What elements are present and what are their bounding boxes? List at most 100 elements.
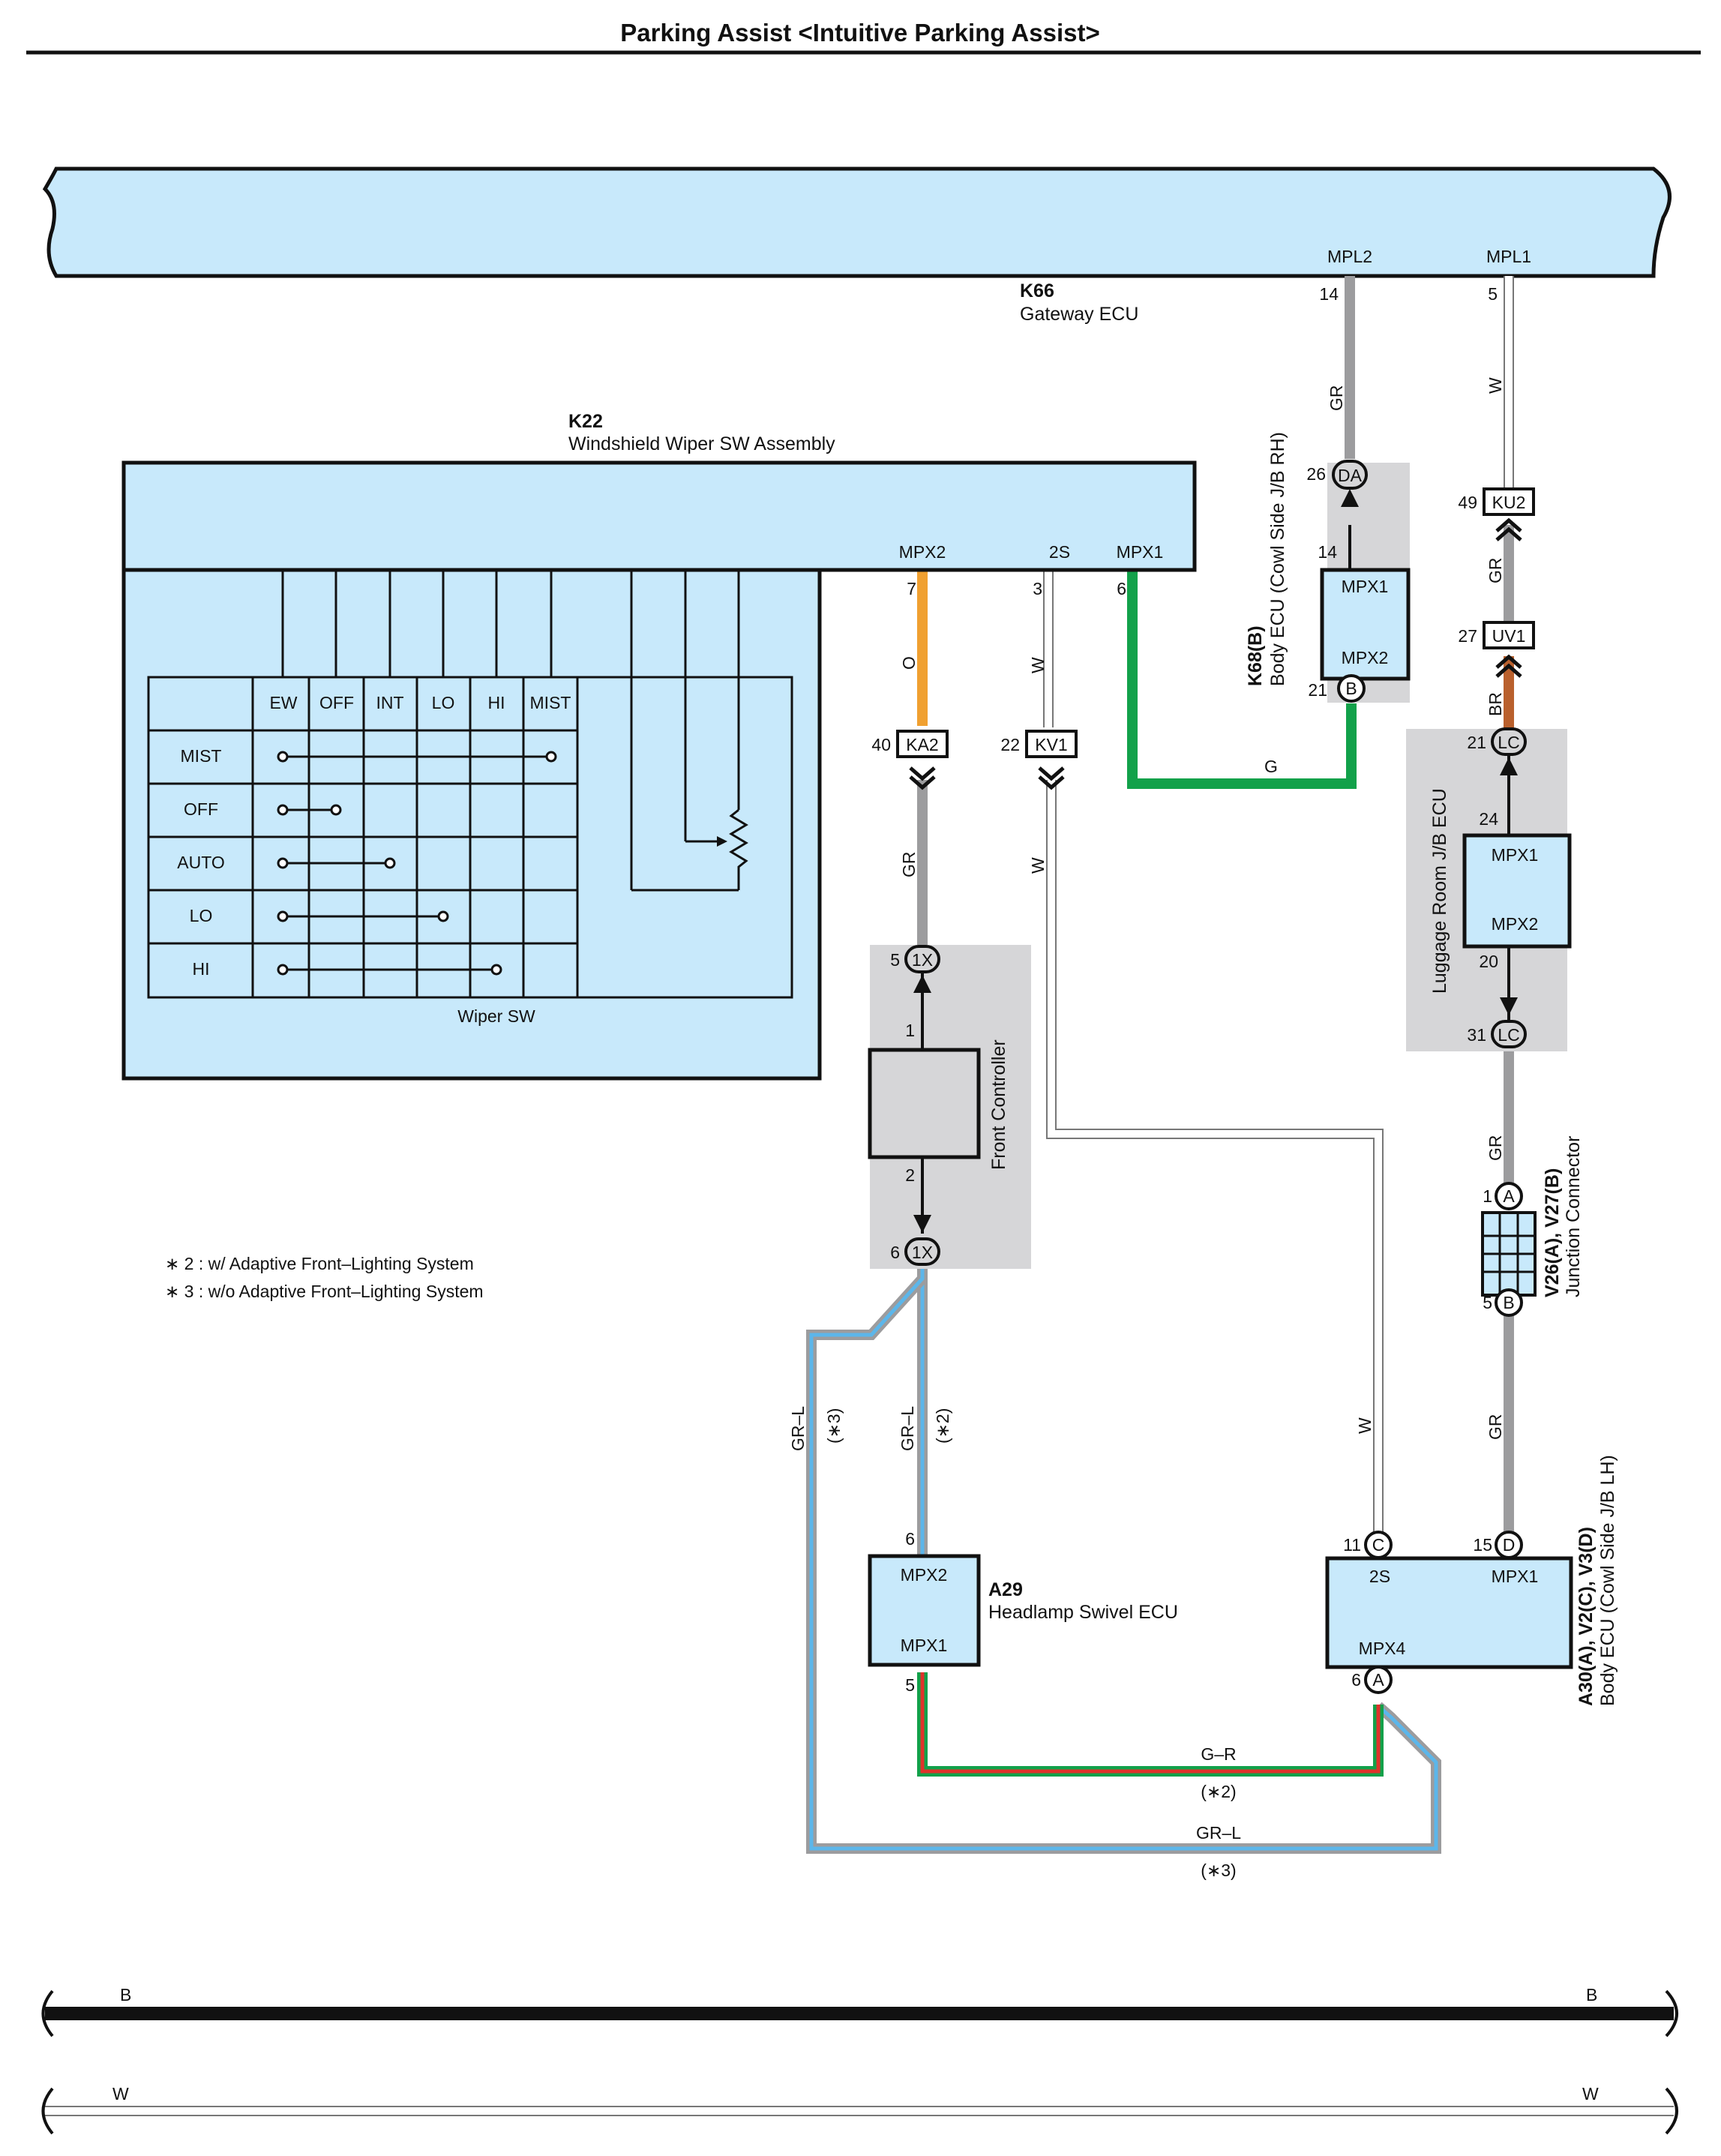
headlamp-pin-mpx1: MPX1 xyxy=(901,1636,948,1655)
body-rh-name: Body ECU (Cowl Side J/B RH) xyxy=(1267,432,1288,686)
note-2: ∗ 2 : w/ Adaptive Front–Lighting System xyxy=(165,1254,474,1273)
wiper-pin-no-2s: 3 xyxy=(1033,579,1042,598)
junction-conn-b-no: 5 xyxy=(1483,1293,1492,1312)
wire-label-o: O xyxy=(899,656,919,670)
body-lh-pin-mpx1: MPX1 xyxy=(1492,1567,1539,1586)
gateway-pin-mpl2: MPL2 xyxy=(1327,247,1372,266)
body-lh-code: A30(A), V2(C), V3(D) xyxy=(1576,1527,1597,1706)
body-rh-pin-no-mpx1: 14 xyxy=(1318,542,1337,562)
wire-label-w-4: W xyxy=(1355,1417,1375,1434)
wire-label-note3-vert: (∗3) xyxy=(824,1408,844,1444)
front-conn-bot-no: 6 xyxy=(890,1243,900,1262)
wire-label-w-2: W xyxy=(1028,657,1048,673)
wiper-row-1: OFF xyxy=(184,799,218,819)
wiper-pin-2s: 2S xyxy=(1049,542,1070,562)
gateway-name: Gateway ECU xyxy=(1020,304,1138,325)
bus-w-left-cap xyxy=(41,2087,54,2135)
luggage-arrow-down-icon xyxy=(1500,997,1518,1015)
wire-label-note2-horz: (∗2) xyxy=(1201,1782,1236,1801)
headlamp-pin-no-mpx1: 5 xyxy=(905,1675,915,1695)
gateway-ecu-box xyxy=(42,166,1672,278)
body-lh-conn-c-label: C xyxy=(1372,1535,1385,1555)
bus-w-left-label: W xyxy=(112,2084,129,2104)
body-rh-code: K68(B) xyxy=(1245,625,1266,686)
wiper-pin-no-mpx1: 6 xyxy=(1117,579,1126,598)
luggage-pin-mpx1: MPX1 xyxy=(1492,845,1539,865)
wiper-col-2: INT xyxy=(376,693,403,712)
body-rh-conn-da-no: 26 xyxy=(1306,464,1326,484)
luggage-pin-mpx2: MPX2 xyxy=(1492,914,1539,934)
wire-label-br: BR xyxy=(1486,692,1505,716)
gateway-pin-no-mpl2: 14 xyxy=(1319,284,1339,304)
wiper-pin-mpx1: MPX1 xyxy=(1117,542,1164,562)
wiper-assembly-body xyxy=(121,568,822,1081)
wire-label-w-3: W xyxy=(1028,857,1048,874)
body-rh-conn-da xyxy=(1332,460,1368,490)
junction-conn-a-label: A xyxy=(1503,1186,1515,1206)
wire-label-note3-horz: (∗3) xyxy=(1201,1861,1236,1880)
body-ecu-rh-box xyxy=(1320,568,1411,681)
wiper-col-4: HI xyxy=(488,693,505,712)
body-lh-pin-2s: 2S xyxy=(1369,1567,1390,1586)
wire-kv1-c-w-outline xyxy=(1046,780,1384,1533)
wiper-switch-grid xyxy=(147,570,793,999)
junction-conn-b-label: B xyxy=(1503,1293,1514,1312)
wire-label-gr-4: GR xyxy=(1486,1414,1505,1441)
luggage-conn-lc-top-no: 21 xyxy=(1467,733,1486,752)
body-rh-pin-mpx1: MPX1 xyxy=(1342,577,1389,596)
bus-w-right-cap xyxy=(1665,2087,1678,2135)
wire-mpx1-g xyxy=(1127,571,1357,789)
body-rh-conn-b xyxy=(1337,674,1366,703)
wiper-row-2: AUTO xyxy=(177,853,224,872)
wiper-col-0: EW xyxy=(269,693,297,712)
bus-b-left-label: B xyxy=(120,1985,131,2005)
uv1-chevron-icon xyxy=(1495,654,1522,669)
bus-w-right-label: W xyxy=(1582,2084,1599,2104)
front-controller-box xyxy=(868,1048,981,1159)
front-conn-top-no: 5 xyxy=(890,950,900,970)
junction-name: Junction Connector xyxy=(1563,1136,1584,1297)
gateway-code: K66 xyxy=(1020,280,1054,301)
body-rh-conn-b-label: B xyxy=(1345,679,1357,698)
luggage-conn-lc-bot-label: LC xyxy=(1498,1025,1519,1045)
front-controller-name: Front Controller xyxy=(988,1039,1009,1170)
wiper-pin-no-mpx2: 7 xyxy=(907,579,916,598)
luggage-arrow-up-icon xyxy=(1500,757,1518,775)
connector-ku2-label: KU2 xyxy=(1492,493,1526,512)
bus-b-right-cap xyxy=(1665,1990,1678,2038)
page-title: Parking Assist <Intuitive Parking Assist… xyxy=(620,19,1099,46)
wire-label-grl-3: GR–L xyxy=(788,1406,808,1451)
body-lh-conn-d-no: 15 xyxy=(1473,1535,1492,1555)
wiper-pin-mpx2: MPX2 xyxy=(899,542,946,562)
front-conn-bot xyxy=(904,1237,940,1266)
wiper-assembly-code: K22 xyxy=(568,411,603,432)
connector-ku2 xyxy=(1483,487,1535,516)
ku2-chevron2-icon xyxy=(1495,526,1522,541)
ka2-chevron-icon xyxy=(909,766,936,781)
bus-b-right-label: B xyxy=(1586,1985,1597,2005)
wire-grl-3 xyxy=(809,1267,1438,1851)
wiper-col-5: MIST xyxy=(530,693,571,712)
body-rh-conn-da-label: DA xyxy=(1338,466,1363,485)
body-lh-name: Body ECU (Cowl Side J/B LH) xyxy=(1597,1455,1618,1706)
wire-gr-2-outline xyxy=(917,1672,1384,1777)
connector-ka2 xyxy=(896,730,949,758)
bus-b-left-cap xyxy=(41,1990,54,2038)
wire-gr-2 xyxy=(920,1672,1381,1774)
gateway-pin-mpl1: MPL1 xyxy=(1486,247,1531,266)
junction-conn-b xyxy=(1495,1288,1523,1317)
connector-ku2-no: 49 xyxy=(1458,493,1477,512)
luggage-pin-no-mpx1: 24 xyxy=(1479,809,1498,829)
body-lh-conn-d-label: D xyxy=(1503,1535,1516,1555)
kv1-chevron-icon xyxy=(1038,766,1065,781)
wire-label-gr-2: GR xyxy=(1486,558,1505,584)
front-arrow-down-icon xyxy=(913,1215,931,1233)
wire-label-g-r: G–R xyxy=(1201,1744,1236,1764)
headlamp-pin-mpx2: MPX2 xyxy=(901,1565,948,1585)
wiper-assembly-header xyxy=(121,460,1197,572)
front-pin-bot: 2 xyxy=(905,1165,915,1185)
headlamp-ecu-box xyxy=(868,1554,981,1667)
wire-label-grl-horz: GR–L xyxy=(1196,1823,1241,1843)
body-lh-conn-c xyxy=(1364,1531,1393,1559)
wire-kv1-c-w xyxy=(1048,780,1382,1533)
